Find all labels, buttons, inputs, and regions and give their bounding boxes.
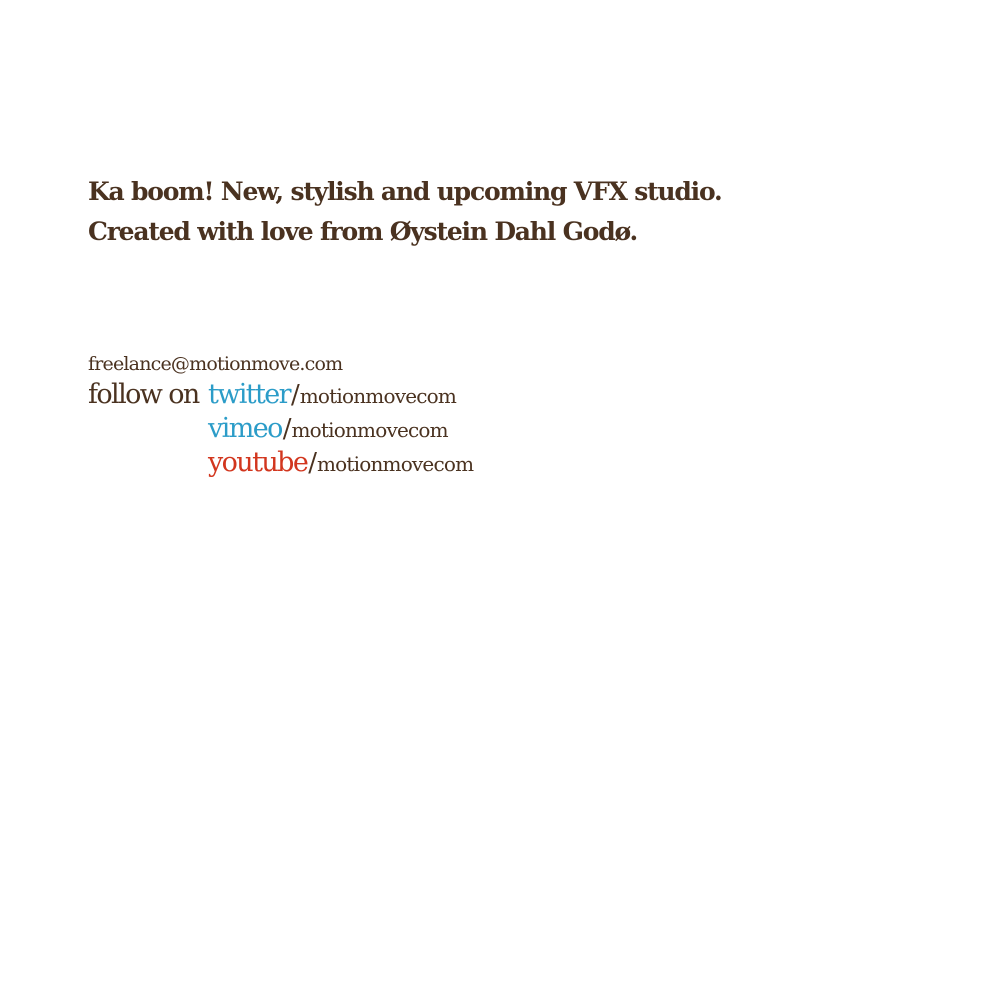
follow-row-twitter: follow on twitter/motionmovecom (88, 378, 688, 412)
vimeo-handle: motionmovecom (291, 418, 449, 442)
youtube-handle: motionmovecom (316, 452, 474, 476)
follow-label: follow on (88, 379, 200, 410)
email-link[interactable]: freelance@motionmove.com (88, 353, 343, 375)
separator-slash: / (290, 380, 300, 410)
twitter-service-label: twitter (208, 379, 292, 410)
intro-line-2: Created with love from Øystein Dahl Godø… (88, 217, 638, 246)
intro-line-1: Ka boom! New, stylish and upcoming VFX s… (88, 177, 723, 206)
vimeo-link[interactable]: vimeo/motionmovecom (208, 412, 449, 449)
follow-row-vimeo: vimeo/motionmovecom (88, 412, 688, 446)
vimeo-service-label: vimeo (208, 413, 283, 444)
contact-section: freelance@motionmove.com follow on twitt… (88, 350, 688, 480)
twitter-link[interactable]: twitter/motionmovecom (208, 378, 457, 415)
separator-slash: / (282, 414, 292, 444)
intro-text: Ka boom! New, stylish and upcoming VFX s… (88, 172, 888, 252)
separator-slash: / (308, 448, 317, 478)
youtube-link[interactable]: youtube/motionmovecom (208, 446, 474, 483)
follow-row-youtube: youtube/motionmovecom (88, 446, 688, 480)
twitter-handle: motionmovecom (299, 384, 457, 408)
youtube-service-label: youtube (208, 447, 309, 478)
